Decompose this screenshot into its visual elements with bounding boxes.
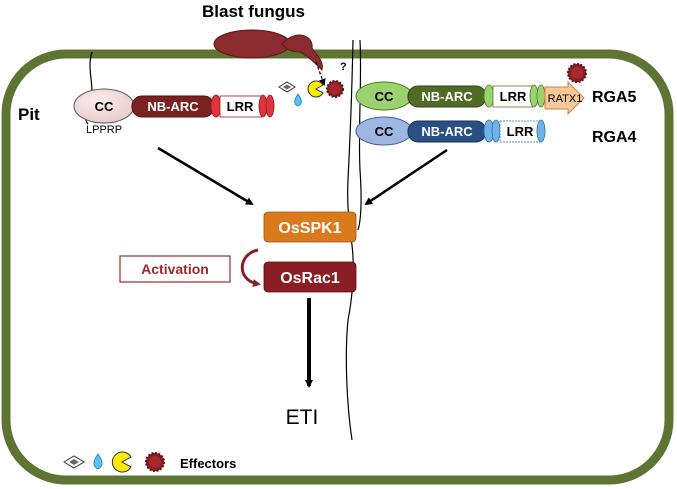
pit-cc-label: CC <box>95 99 114 114</box>
membrane-line-right-2 <box>357 39 362 231</box>
rga4-lrr-label: LRR <box>507 124 534 139</box>
rga5-lrr-label: LRR <box>500 89 527 104</box>
rga4-lrr-domain <box>483 119 546 143</box>
rga5-effector-star-icon <box>567 63 587 83</box>
blast-fungus-title: Blast fungus <box>202 2 305 21</box>
arrow-rga-to-osspk1 <box>364 148 448 206</box>
osspk1-label: OsSPK1 <box>278 220 341 237</box>
rga4-label: RGA4 <box>592 129 637 146</box>
osrac1-box <box>263 261 357 293</box>
blast-fungus-body <box>213 29 323 71</box>
activation-label: Activation <box>141 261 209 277</box>
pit-lpprp-label: LPPRP <box>86 124 122 136</box>
membrane-line-right <box>345 39 354 441</box>
effector-droplet-icon <box>294 93 302 107</box>
effectors-legend: Effectors <box>63 451 236 473</box>
osspk1-box <box>263 211 357 243</box>
activation-curved-arrow <box>240 248 261 288</box>
pit-label: Pit <box>18 105 40 124</box>
rga4-cc-label: CC <box>375 124 394 139</box>
legend-droplet-icon <box>93 453 103 470</box>
pit-nbarc-label: NB-ARC <box>147 99 199 114</box>
effector-star-icon <box>326 80 344 98</box>
pit-lrr-domain <box>210 94 275 118</box>
dashed-arrow <box>315 61 326 86</box>
activation-box <box>119 255 231 283</box>
rga5-ratx1-label: RATX1 <box>548 93 583 105</box>
effectors-legend-label: Effectors <box>180 456 236 471</box>
rga5-nbarc-label: NB-ARC <box>421 89 473 104</box>
effector-pacman-icon <box>307 80 324 98</box>
legend-diamond-icon <box>63 455 85 469</box>
rga5-label: RGA5 <box>592 89 637 106</box>
pit-lrr-label: LRR <box>227 99 254 114</box>
arrow-pit-to-osspk1 <box>157 146 254 206</box>
osrac1-label: OsRac1 <box>280 270 340 287</box>
rga4-nbarc-label: NB-ARC <box>421 124 473 139</box>
effectors-near-fungus <box>278 80 344 107</box>
legend-star-icon <box>145 452 165 472</box>
eti-label: ETI <box>286 406 319 429</box>
rga5-ratx1-domain <box>544 80 585 116</box>
legend-pacman-icon <box>111 451 132 473</box>
rga5-cc-label: CC <box>375 89 394 104</box>
effector-diamond-icon <box>278 81 296 93</box>
question-mark: ? <box>340 61 347 73</box>
